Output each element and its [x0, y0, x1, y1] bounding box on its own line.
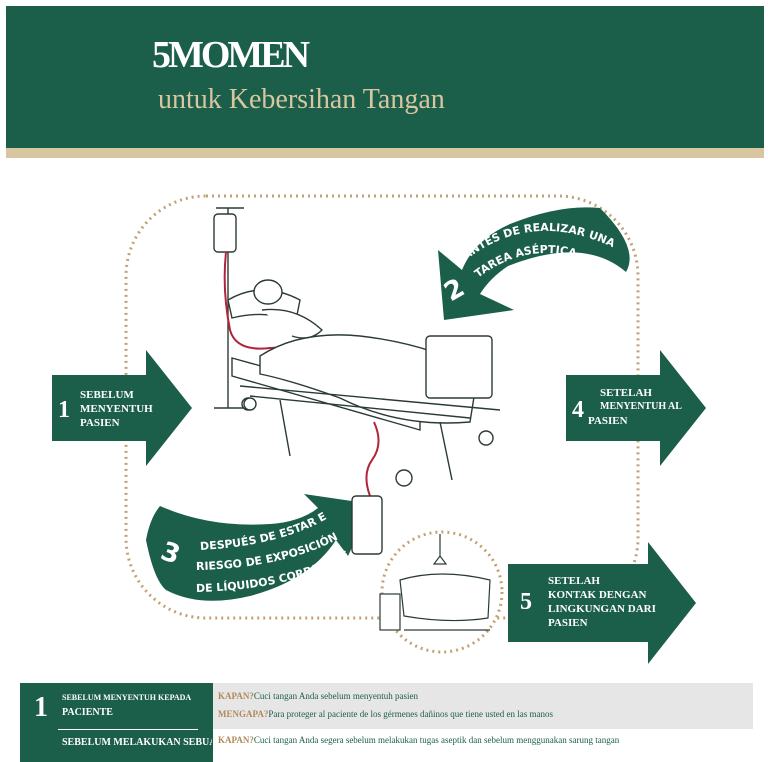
moment-4-label-line: PASIEN — [588, 415, 628, 427]
when-row: KAPAN?Cuci tangan Anda sebelum menyentuh… — [218, 691, 418, 701]
table-row-number: 1 — [34, 692, 48, 723]
moment-4-arrow — [566, 350, 706, 466]
moment-4-label-line: SETELAH — [600, 387, 652, 399]
moment-5-label-line: PASIEN — [548, 617, 588, 629]
moment-1-number: 1 — [58, 397, 70, 423]
drain-tube — [365, 421, 380, 497]
environment-illustration — [379, 530, 504, 654]
table-row-title-line1: SEBELUM MENYENTUH KEPADA — [62, 693, 192, 702]
moment-5-number: 5 — [520, 589, 532, 615]
moment-1-label: SEBELUM MENYENTUH PASIEN — [80, 388, 153, 430]
moment-1-label-line: PASIEN — [80, 417, 120, 429]
table-info-box — [213, 683, 753, 729]
moment-2-arrow — [438, 207, 630, 320]
table-row-next-title: SEBELUM MELAKUKAN SEBUAH — [62, 737, 212, 748]
when2-row: KAPAN?Cuci tangan Anda segera sebelum me… — [218, 735, 619, 745]
when2-text: Cuci tangan Anda segera sebelum melakuka… — [253, 735, 620, 745]
header-banner — [6, 6, 764, 148]
moment-4-number: 4 — [572, 397, 584, 423]
moment-5-label-line: SETELAH — [548, 575, 600, 587]
when2-key: KAPAN? — [218, 735, 254, 745]
moment-5-label-line: LINGKUNGAN DARI — [548, 603, 656, 615]
hand-hygiene-diagram: ANTES DE REALIZAR UNA TAREA ASÉPTICA 2 D… — [0, 160, 706, 664]
moment-1-label-line: MENYENTUH — [80, 403, 153, 415]
when-text: Cuci tangan Anda sebelum menyentuh pasie… — [253, 691, 419, 701]
bed-illustration — [227, 279, 501, 487]
moment-4-label: SETELAH MENYENTUH AL PASIEN — [588, 386, 682, 428]
table-row-header — [20, 683, 213, 762]
why-text: Para proteger al paciente de los gérmene… — [268, 709, 553, 719]
moment-1-arrow — [52, 350, 192, 466]
moment-1-label-line: SEBELUM — [80, 389, 134, 401]
moment-4-label-line: MENYENTUH AL — [600, 401, 682, 412]
table-row-title-line2: PACIENTE — [62, 707, 113, 718]
header-stripe — [6, 148, 764, 158]
moment-5-arrow — [508, 542, 696, 664]
moment-3-arrow — [146, 494, 372, 601]
why-row: MENGAPA?Para proteger al paciente de los… — [218, 709, 553, 719]
when-key: KAPAN? — [218, 691, 254, 701]
moment-5-label: SETELAH KONTAK DENGAN LINGKUNGAN DARI PA… — [548, 574, 656, 630]
page-subtitle: untuk Kebersihan Tangan — [158, 84, 445, 115]
drain-bag-illustration — [351, 495, 383, 555]
iv-stand-illustration — [213, 207, 255, 411]
moment-5-label-line: KONTAK DENGAN — [548, 589, 647, 601]
why-key: MENGAPA? — [218, 709, 269, 719]
table-row-divider — [58, 729, 198, 730]
page-title: 5MOMEN — [152, 34, 310, 76]
dotted-frame — [124, 194, 640, 620]
